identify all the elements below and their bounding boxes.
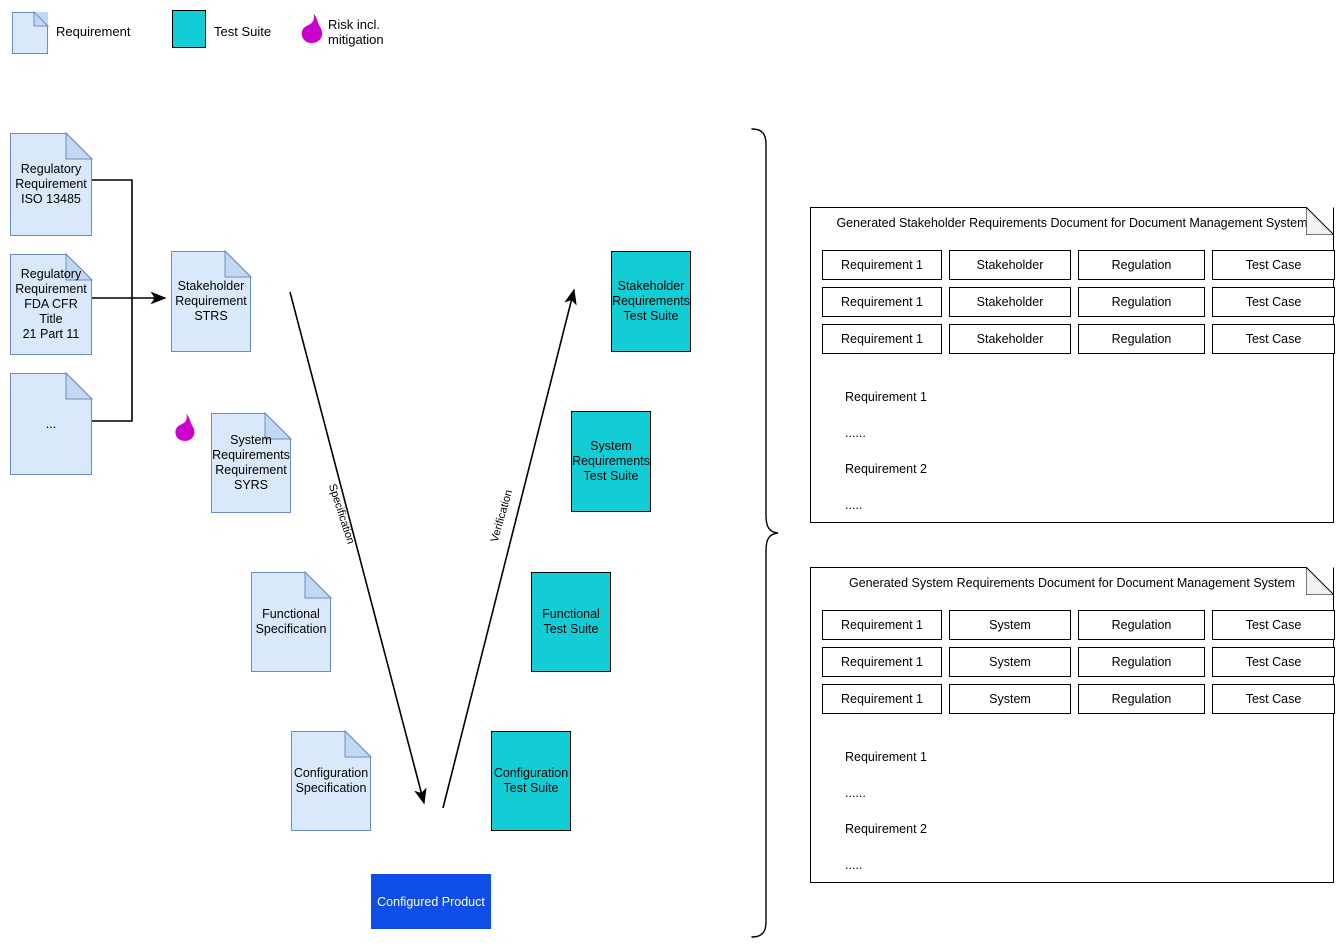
legend-label-requirement: Requirement xyxy=(56,24,131,39)
body-line: Requirement 1 xyxy=(845,390,927,404)
cell-test-case[interactable]: Test Case xyxy=(1212,250,1335,280)
cell-test-case[interactable]: Test Case xyxy=(1212,610,1335,640)
generated-doc-title-2: Generated System Requirements Document f… xyxy=(848,576,1296,590)
body-line: Requirement 2 xyxy=(845,462,927,476)
cell-requirement[interactable]: Requirement 1 xyxy=(822,324,942,354)
table-row: Requirement 1 System Regulation Test Cas… xyxy=(822,647,1335,677)
legend: Requirement Test Suite Risk incl. mitiga… xyxy=(0,0,420,70)
cell-requirement[interactable]: Requirement 1 xyxy=(822,250,942,280)
regulatory-requirement-fda[interactable]: Regulatory Requirement FDA CFR Title 21 … xyxy=(10,252,94,355)
cell-test-case[interactable]: Test Case xyxy=(1212,324,1335,354)
cell-regulation[interactable]: Regulation xyxy=(1078,287,1205,317)
cell-requirement[interactable]: Requirement 1 xyxy=(822,684,942,714)
stakeholder-requirement-strs[interactable]: Stakeholder Requirement STRS xyxy=(171,249,253,352)
cell-requirement[interactable]: Requirement 1 xyxy=(822,610,942,640)
system-requirements-syrs[interactable]: System Requirements Requirement SYRS xyxy=(211,411,293,513)
cell-requirement[interactable]: Requirement 1 xyxy=(822,647,942,677)
body-line: ..... xyxy=(845,498,863,512)
system-requirements-test-suite[interactable]: System Requirements Test Suite xyxy=(571,411,651,512)
grouping-brace xyxy=(751,128,779,938)
cell-actor[interactable]: Stakeholder xyxy=(949,250,1071,280)
body-line: Requirement 1 xyxy=(845,750,927,764)
doc-fold-icon-1 xyxy=(1306,207,1334,235)
flame-icon xyxy=(301,13,323,44)
legend-label-risk: Risk incl. mitigation xyxy=(328,17,384,47)
document-icon xyxy=(12,10,50,54)
cell-regulation[interactable]: Regulation xyxy=(1078,684,1205,714)
functional-test-suite-label: Functional Test Suite xyxy=(542,607,600,636)
table-row: Requirement 1 System Regulation Test Cas… xyxy=(822,610,1335,640)
cell-actor[interactable]: System xyxy=(949,684,1071,714)
body-line: ..... xyxy=(845,858,863,872)
configured-product-label: Configured Product xyxy=(377,894,485,909)
verification-edge-label: Verification xyxy=(488,488,516,544)
cell-actor[interactable]: System xyxy=(949,610,1071,640)
cell-regulation[interactable]: Regulation xyxy=(1078,610,1205,640)
regulatory-requirement-more[interactable]: ... xyxy=(10,371,94,475)
cell-requirement[interactable]: Requirement 1 xyxy=(822,287,942,317)
cell-test-case[interactable]: Test Case xyxy=(1212,287,1335,317)
generated-doc-body-1: Requirement 1 ...... Requirement 2 ..... xyxy=(845,390,927,512)
stakeholder-requirements-test-suite-label: Stakeholder Requirements Test Suite xyxy=(612,279,690,323)
cell-regulation[interactable]: Regulation xyxy=(1078,647,1205,677)
specification-arrow xyxy=(289,291,427,805)
cell-test-case[interactable]: Test Case xyxy=(1212,647,1335,677)
functional-specification-label: Functional Specification xyxy=(255,607,327,636)
stakeholder-requirements-test-suite[interactable]: Stakeholder Requirements Test Suite xyxy=(611,251,691,352)
regulatory-requirement-fda-label: Regulatory Requirement FDA CFR Title 21 … xyxy=(15,267,87,341)
regulatory-requirement-iso-label: Regulatory Requirement ISO 13485 xyxy=(15,162,87,206)
specification-edge-label: Specification xyxy=(325,482,357,546)
generated-stakeholder-requirements-document[interactable]: Generated Stakeholder Requirements Docum… xyxy=(810,207,1335,523)
cell-actor[interactable]: Stakeholder xyxy=(949,324,1071,354)
body-line: Requirement 2 xyxy=(845,822,927,836)
table-row: Requirement 1 Stakeholder Regulation Tes… xyxy=(822,250,1335,280)
generated-doc-table-2: Requirement 1 System Regulation Test Cas… xyxy=(822,610,1335,721)
legend-label-test-suite: Test Suite xyxy=(214,24,272,39)
configuration-specification[interactable]: Configuration Specification xyxy=(291,729,373,831)
regulatory-requirement-more-label: ... xyxy=(45,416,57,431)
cell-test-case[interactable]: Test Case xyxy=(1212,684,1335,714)
cell-regulation[interactable]: Regulation xyxy=(1078,250,1205,280)
functional-test-suite[interactable]: Functional Test Suite xyxy=(531,572,611,672)
table-row: Requirement 1 Stakeholder Regulation Tes… xyxy=(822,324,1335,354)
square-icon xyxy=(172,10,206,48)
cell-actor[interactable]: Stakeholder xyxy=(949,287,1071,317)
cell-actor[interactable]: System xyxy=(949,647,1071,677)
doc-fold-icon-2 xyxy=(1306,567,1334,595)
cell-regulation[interactable]: Regulation xyxy=(1078,324,1205,354)
body-line: ...... xyxy=(845,426,866,440)
system-requirements-test-suite-label: System Requirements Test Suite xyxy=(572,439,650,483)
generated-doc-table-1: Requirement 1 Stakeholder Regulation Tes… xyxy=(822,250,1335,361)
regulatory-to-strs-connector xyxy=(92,179,167,422)
generated-doc-title-1: Generated Stakeholder Requirements Docum… xyxy=(836,216,1308,230)
configured-product-box[interactable]: Configured Product xyxy=(371,874,491,929)
risk-flame-icon xyxy=(175,413,195,441)
stakeholder-requirement-strs-label: Stakeholder Requirement STRS xyxy=(175,279,247,323)
generated-system-requirements-document[interactable]: Generated System Requirements Document f… xyxy=(810,567,1335,883)
functional-specification[interactable]: Functional Specification xyxy=(251,570,333,672)
system-requirements-syrs-label: System Requirements Requirement SYRS xyxy=(212,433,290,492)
table-row: Requirement 1 Stakeholder Regulation Tes… xyxy=(822,287,1335,317)
configuration-test-suite-label: Configuration Test Suite xyxy=(493,766,569,795)
regulatory-requirement-iso[interactable]: Regulatory Requirement ISO 13485 xyxy=(10,131,94,236)
configuration-test-suite[interactable]: Configuration Test Suite xyxy=(491,731,571,831)
generated-doc-body-2: Requirement 1 ...... Requirement 2 ..... xyxy=(845,750,927,872)
table-row: Requirement 1 System Regulation Test Cas… xyxy=(822,684,1335,714)
body-line: ...... xyxy=(845,786,866,800)
configuration-specification-label: Configuration Specification xyxy=(293,766,369,795)
